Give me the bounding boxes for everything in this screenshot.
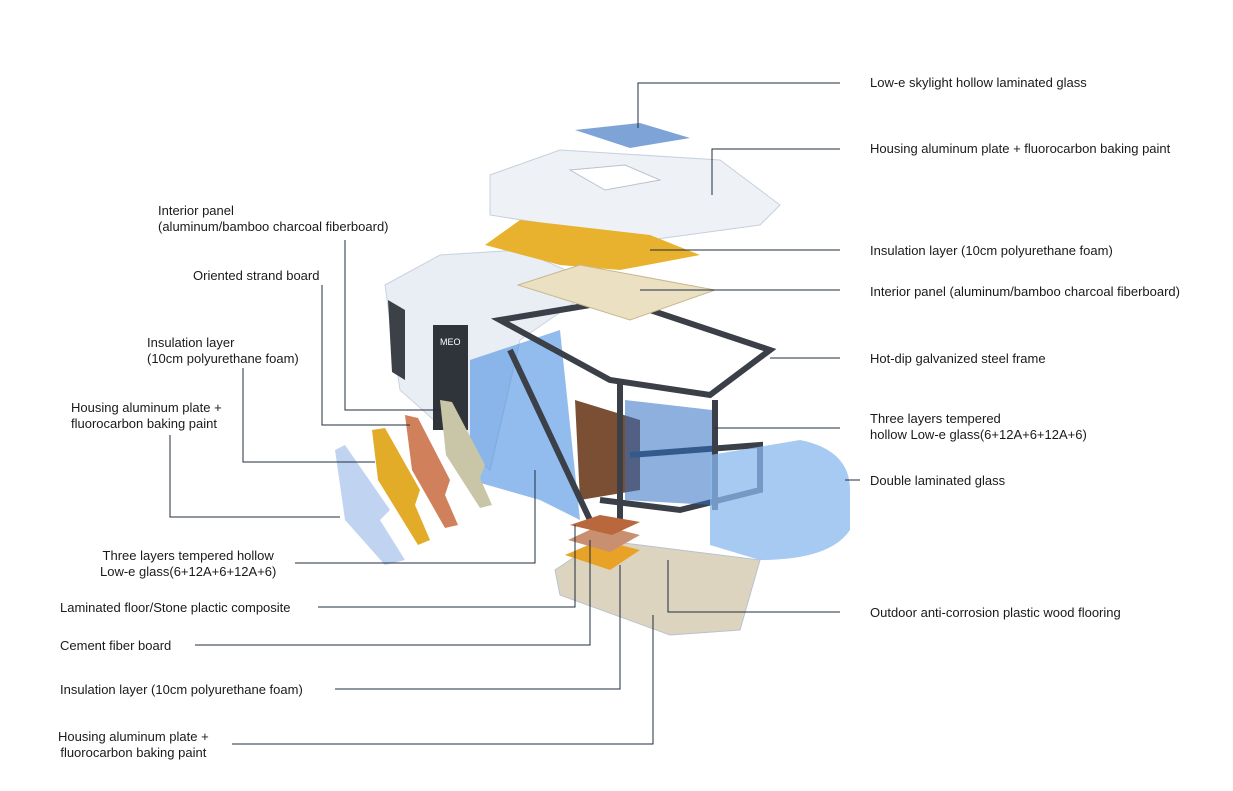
label-insulation-top: Insulation layer (10cm polyurethane foam… (870, 243, 1113, 258)
label-line: (10cm polyurethane foam) (147, 351, 299, 366)
roof-opening (568, 164, 662, 191)
label-insulation-bottom: Insulation layer (10cm polyurethane foam… (60, 682, 303, 697)
roof-housing (489, 149, 781, 241)
label-line: fluorocarbon baking paint (71, 416, 217, 431)
label-floor: Laminated floor/Stone plactic composite (60, 600, 291, 615)
body-glass (470, 330, 580, 520)
leader-lines (169, 82, 860, 745)
label-insulation-left: Insulation layer(10cm polyurethane foam) (147, 335, 299, 367)
label-skylight: Low-e skylight hollow laminated glass (870, 75, 1087, 90)
wall-interior-layer (440, 400, 492, 508)
interior-wood-floor (575, 400, 640, 500)
label-interior-left: Interior panel(aluminum/bamboo charcoal … (158, 203, 389, 235)
label-line: fluorocarbon baking paint (60, 745, 207, 760)
label-cement: Cement fiber board (60, 638, 172, 653)
label-line: hollow Low-e glass(6+12A+6+12A+6) (870, 427, 1087, 442)
label-line: Three layers tempered (870, 411, 1001, 426)
double-laminated-glass (710, 440, 850, 560)
label-housing-bottom: Housing aluminum plate +fluorocarbon bak… (58, 729, 209, 761)
skylight-glass (575, 123, 690, 148)
frame-glass (625, 400, 712, 505)
cabin-side-dark-panel (388, 300, 405, 380)
label-line: Housing aluminum plate + (71, 400, 222, 415)
door-logo: MEO (440, 337, 461, 347)
label-steel-frame: Hot-dip galvanized steel frame (870, 351, 1046, 366)
label-line: (aluminum/bamboo charcoal fiberboard) (158, 219, 389, 234)
roof-insulation (485, 220, 700, 270)
label-line: Three layers tempered hollow (102, 548, 274, 563)
label-interior-top: Interior panel (aluminum/bamboo charcoal… (870, 284, 1180, 299)
floor-cement-board (568, 525, 640, 552)
label-osb: Oriented strand board (193, 268, 320, 283)
wall-insulation-layer (372, 428, 430, 545)
wall-housing-layer (335, 445, 405, 565)
label-line: Low-e glass(6+12A+6+12A+6) (100, 564, 277, 579)
label-line: Housing aluminum plate + (58, 729, 209, 744)
label-double-glass: Double laminated glass (870, 473, 1006, 488)
label-line: Interior panel (158, 203, 234, 218)
floor-insulation (565, 540, 640, 570)
label-outdoor-floor: Outdoor anti-corrosion plastic wood floo… (870, 605, 1121, 620)
label-line: Insulation layer (147, 335, 235, 350)
floor-laminated (570, 515, 640, 535)
label-housing-left: Housing aluminum plate +fluorocarbon bak… (71, 400, 222, 432)
label-housing-top: Housing aluminum plate + fluorocarbon ba… (870, 141, 1171, 156)
wall-osb-layer (405, 415, 458, 528)
